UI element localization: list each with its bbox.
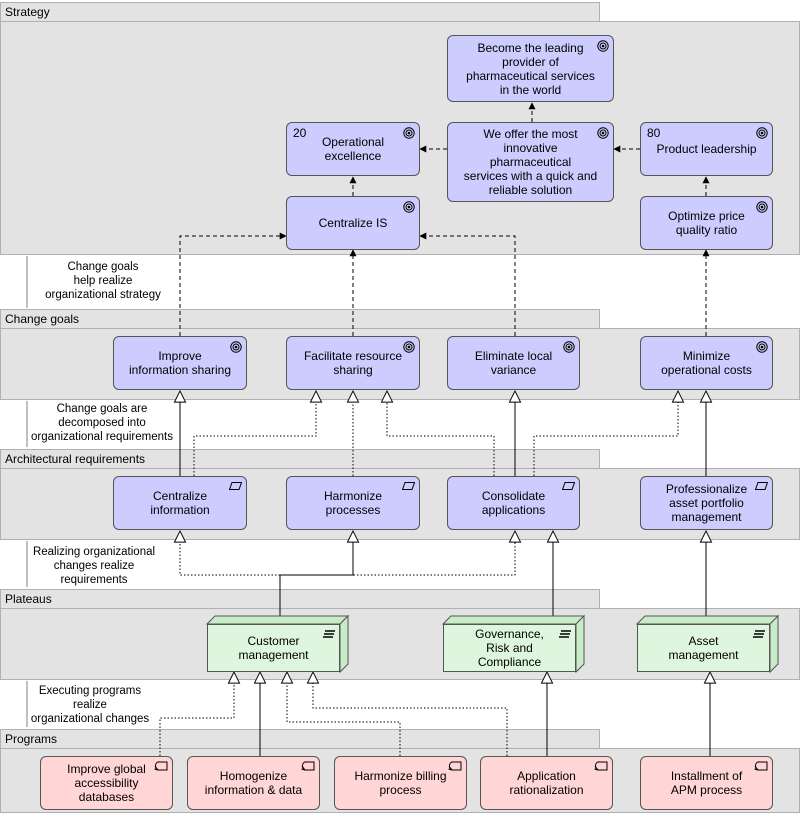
node-label: Governance, Risk and Compliance bbox=[475, 627, 544, 669]
gap-label-realizing: Realizing organizational changes realize… bbox=[32, 546, 156, 586]
node-label: Centralize information bbox=[150, 489, 210, 517]
node-label: Improve information sharing bbox=[128, 349, 232, 377]
node-label: Operational excellence bbox=[321, 135, 385, 163]
node-harmonize-processes[interactable]: Harmonize processes bbox=[286, 476, 420, 530]
node-installment-apm[interactable]: Installment of APM process bbox=[640, 756, 773, 810]
plateau-icon bbox=[753, 630, 765, 638]
edge-customer-to-consolidate bbox=[280, 531, 515, 576]
node-homogenize[interactable]: Homogenize information & data bbox=[187, 756, 320, 810]
goal-icon bbox=[230, 341, 242, 353]
edge-customer-to-harmonize-proc bbox=[279, 531, 353, 616]
weight-number: 20 bbox=[293, 126, 307, 140]
gap-label-strategy: Change goals help realize organizational… bbox=[45, 261, 161, 301]
gap-bar-2 bbox=[26, 401, 28, 447]
node-app-rationalization[interactable]: Application rationalization bbox=[480, 756, 613, 810]
node-customer-management[interactable]: Customer management bbox=[207, 624, 340, 672]
lane-title-strategy: Strategy bbox=[5, 5, 50, 19]
edge-improve-global-to-customer bbox=[159, 672, 234, 756]
node-professionalize-asset[interactable]: Professionalize asset portfolio manageme… bbox=[640, 476, 773, 530]
node-centralize-information[interactable]: Centralize information bbox=[113, 476, 247, 530]
node-label: Become the leading provider of pharmaceu… bbox=[466, 40, 595, 97]
node-label: Harmonize processes bbox=[323, 489, 383, 517]
node-consolidate-applications[interactable]: Consolidate applications bbox=[447, 476, 580, 530]
edge-customer-to-centralize-info bbox=[180, 531, 280, 576]
work-package-icon bbox=[594, 761, 608, 771]
node-become-leading[interactable]: Become the leading provider of pharmaceu… bbox=[447, 35, 614, 102]
node-harmonize-billing[interactable]: Harmonize billing process bbox=[334, 756, 467, 810]
node-eliminate-local[interactable]: Eliminate local variance bbox=[447, 336, 580, 390]
node-governance[interactable]: Governance, Risk and Compliance bbox=[443, 624, 576, 672]
requirement-icon bbox=[229, 482, 242, 490]
plateau-icon bbox=[323, 630, 335, 638]
node-improve-global[interactable]: Improve global accessibility databases bbox=[40, 756, 173, 810]
node-label: Minimize operational costs bbox=[661, 349, 752, 377]
edge-eliminate-to-centralize-is bbox=[419, 232, 516, 336]
node-label: Facilitate resource sharing bbox=[303, 349, 403, 377]
work-package-icon bbox=[448, 761, 462, 771]
goal-icon bbox=[597, 40, 609, 52]
node-label: Consolidate applications bbox=[481, 489, 546, 517]
gap-label-executing: Executing programs realize organizationa… bbox=[30, 685, 150, 725]
node-minimize-costs[interactable]: Minimize operational costs bbox=[640, 336, 773, 390]
edge-harmonize-billing-to-customer bbox=[287, 672, 401, 756]
node-facilitate-resource[interactable]: Facilitate resource sharing bbox=[286, 336, 420, 390]
node-label: Optimize price quality ratio bbox=[668, 209, 745, 237]
node-label: Customer management bbox=[238, 634, 309, 662]
gap-bar-4 bbox=[26, 681, 28, 727]
node-centralize-is[interactable]: Centralize IS bbox=[286, 196, 420, 250]
node-operational-excellence[interactable]: 20 Operational excellence bbox=[286, 122, 420, 176]
requirement-icon bbox=[755, 482, 768, 490]
work-package-icon bbox=[301, 761, 315, 771]
work-package-icon bbox=[754, 761, 768, 771]
node-label: Harmonize billing process bbox=[354, 769, 447, 797]
node-label: Homogenize information & data bbox=[204, 769, 303, 797]
edge-improve-to-centralize-is bbox=[179, 232, 287, 336]
weight-number: 80 bbox=[647, 126, 661, 140]
lane-title-plateaus: Plateaus bbox=[5, 592, 52, 606]
plateau-icon bbox=[559, 630, 571, 638]
node-label: Centralize IS bbox=[318, 216, 388, 230]
node-label: Professionalize asset portfolio manageme… bbox=[665, 482, 748, 524]
gap-bar-3 bbox=[26, 541, 28, 587]
lane-title-programs: Programs bbox=[5, 732, 58, 746]
node-label: We offer the most innovative pharmaceuti… bbox=[463, 127, 598, 197]
goal-icon bbox=[756, 341, 768, 353]
node-label: Application rationalization bbox=[509, 769, 584, 797]
node-asset-management[interactable]: Asset management bbox=[637, 624, 770, 672]
goal-icon bbox=[403, 127, 415, 139]
lane-title-change-goals: Change goals bbox=[5, 312, 80, 326]
edge-consolidate-to-facilitate bbox=[387, 391, 495, 476]
edge-app-rational-to-customer bbox=[313, 672, 508, 756]
gap-bar-1 bbox=[26, 256, 28, 308]
node-label: Eliminate local variance bbox=[474, 349, 553, 377]
goal-icon bbox=[403, 201, 415, 213]
requirement-icon bbox=[562, 482, 575, 490]
node-label: Product leadership bbox=[656, 142, 757, 156]
node-improve-info-sharing[interactable]: Improve information sharing bbox=[113, 336, 247, 390]
node-product-leadership[interactable]: 80 Product leadership bbox=[640, 122, 773, 176]
edge-centralize-info-to-facilitate bbox=[193, 391, 316, 476]
node-label: Improve global accessibility databases bbox=[67, 762, 146, 804]
edge-consolidate-to-minimize bbox=[533, 391, 678, 476]
goal-icon bbox=[756, 127, 768, 139]
node-label: Asset management bbox=[668, 634, 739, 662]
requirement-icon bbox=[402, 482, 415, 490]
goal-icon bbox=[756, 201, 768, 213]
goal-icon bbox=[563, 341, 575, 353]
node-we-offer[interactable]: We offer the most innovative pharmaceuti… bbox=[447, 122, 614, 202]
goal-icon bbox=[403, 341, 415, 353]
node-optimize-price[interactable]: Optimize price quality ratio bbox=[640, 196, 773, 250]
work-package-icon bbox=[154, 761, 168, 771]
gap-label-decomposed: Change goals are decomposed into organiz… bbox=[31, 403, 173, 443]
node-label: Installment of APM process bbox=[670, 769, 743, 797]
lane-title-arch-req: Architectural requirements bbox=[5, 452, 146, 466]
